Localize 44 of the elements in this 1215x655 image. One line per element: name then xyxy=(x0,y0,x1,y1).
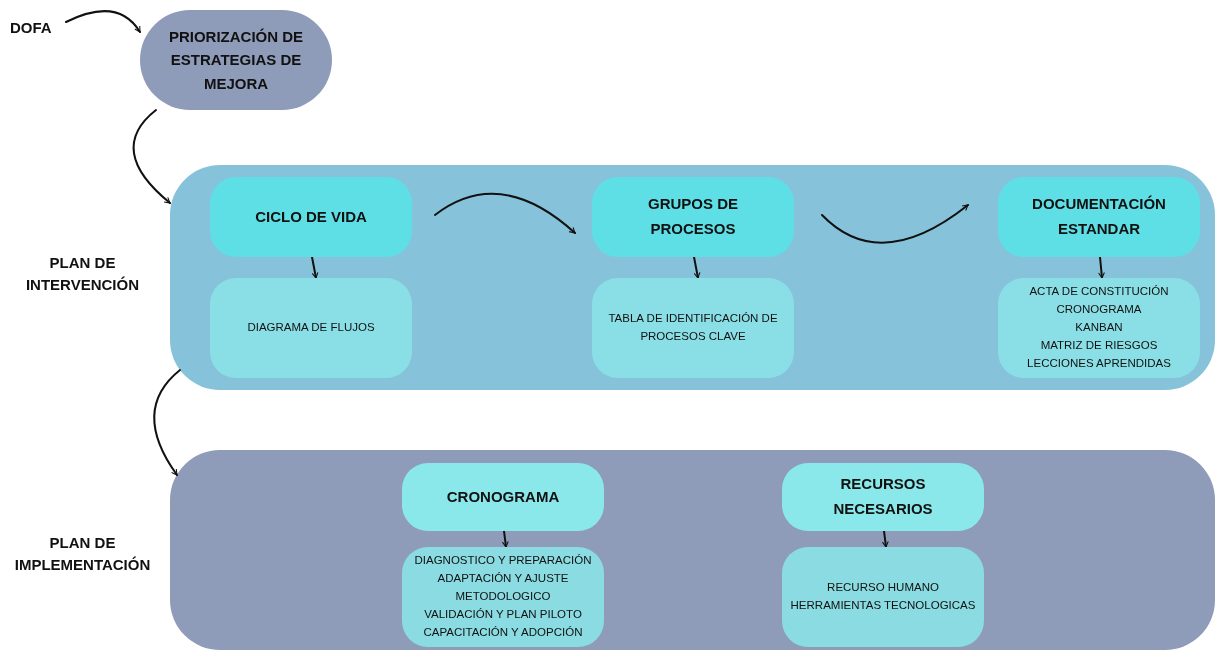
node-label: DIAGNOSTICO Y PREPARACIÓN xyxy=(414,553,592,569)
curved-arrow xyxy=(132,109,171,204)
curved-arrow xyxy=(1098,256,1105,279)
rounded-box xyxy=(592,278,794,378)
curved-arrow xyxy=(501,530,509,548)
rounded-box xyxy=(782,547,984,647)
curved-arrow xyxy=(821,204,969,244)
node-label: ADAPTACIÓN Y AJUSTE METODOLOGICO xyxy=(436,571,570,605)
rounded-box xyxy=(782,463,984,531)
section-band xyxy=(170,165,1215,390)
node-label: DIAGRAMA DE FLUJOS xyxy=(247,320,375,336)
rounded-box xyxy=(402,463,604,531)
node-label: RECURSO HUMANO xyxy=(827,580,939,596)
node-label: PRIORIZACIÓN DE ESTRATEGIAS DE MEJORA xyxy=(167,27,305,94)
curved-arrow xyxy=(434,192,576,234)
rounded-box xyxy=(402,547,604,647)
rounded-box xyxy=(998,278,1200,378)
curved-arrow xyxy=(693,256,701,279)
rounded-box xyxy=(210,177,412,257)
node-label: GRUPOS DE PROCESOS xyxy=(647,194,739,239)
rounded-box xyxy=(998,177,1200,257)
node-label: CRONOGRAMA xyxy=(446,486,560,507)
node-label: KANBAN xyxy=(1075,320,1123,336)
node-label: DOCUMENTACIÓN ESTANDAR xyxy=(1031,194,1167,239)
node-label: LECCIONES APRENDIDAS xyxy=(1027,355,1171,371)
curved-arrow xyxy=(881,530,889,548)
node-label: VALIDACIÓN Y PLAN PILOTO xyxy=(424,606,582,622)
curved-arrow xyxy=(65,10,141,33)
curved-arrow xyxy=(153,369,181,476)
rounded-box xyxy=(592,177,794,257)
node-label: ACTA DE CONSTITUCIÓN xyxy=(1029,284,1169,300)
section-band xyxy=(170,450,1215,650)
rounded-box xyxy=(210,278,412,378)
node-label: HERRAMIENTAS TECNOLOGICAS xyxy=(790,598,976,613)
node-label: CICLO DE VIDA xyxy=(255,206,367,227)
curved-arrow xyxy=(311,256,319,279)
text-label: DOFA xyxy=(10,16,66,38)
node-label: CRONOGRAMA xyxy=(1056,302,1142,318)
section-heading: PLAN DE INTERVENCIÓN xyxy=(24,253,141,295)
node-label: TABLA DE IDENTIFICACIÓN DE PROCESOS CLAVE xyxy=(607,311,779,344)
node-label: MATRIZ DE RIESGOS xyxy=(1040,337,1158,353)
node-label: CAPACITACIÓN Y ADOPCIÓN xyxy=(423,624,583,640)
node-label: RECURSOS NECESARIOS xyxy=(832,474,934,519)
section-heading: PLAN DE IMPLEMENTACIÓN xyxy=(13,533,152,575)
